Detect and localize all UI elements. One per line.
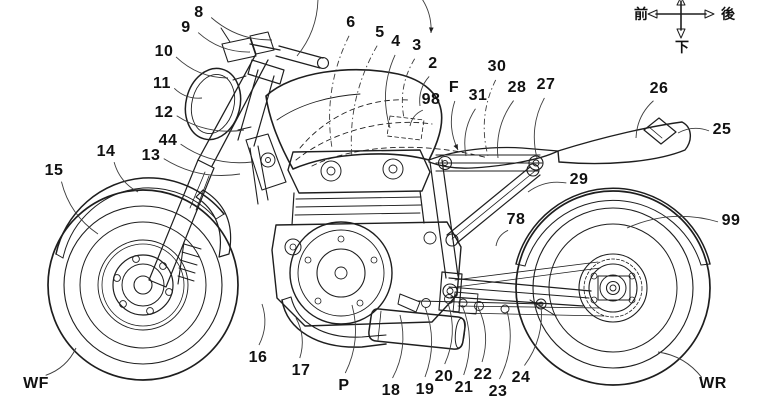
compass-rear-label: 後	[721, 6, 735, 22]
front-wheel	[47, 189, 239, 381]
leader-line-29	[527, 181, 567, 193]
leader-line-44	[180, 143, 253, 164]
footpeg-linkage	[397, 291, 557, 317]
leader-line-78	[495, 229, 509, 247]
ref-label-98: 98	[421, 91, 441, 108]
ref-label-F: F	[448, 79, 460, 96]
rear-wheel	[515, 190, 711, 386]
leader-line-18	[392, 314, 404, 379]
ref-label-14: 14	[96, 143, 116, 160]
ref-label-28: 28	[507, 79, 527, 96]
ref-label-19: 19	[415, 381, 435, 398]
ref-label-99: 99	[721, 212, 741, 229]
rear-shock	[445, 163, 541, 247]
leader-line-28	[497, 100, 514, 159]
leader-line-15	[61, 181, 99, 235]
ref-label-15: 15	[44, 162, 64, 179]
leader-line-10	[175, 56, 229, 79]
leader-line-14	[113, 162, 139, 193]
ref-label-12: 12	[154, 104, 174, 121]
leader-line-19	[424, 306, 433, 378]
leader-line-16	[258, 303, 266, 346]
ref-label-17: 17	[291, 362, 311, 379]
frame	[237, 69, 459, 279]
leader-line-11	[173, 87, 203, 99]
leader-line-8	[210, 17, 273, 41]
leader-line-24	[524, 304, 542, 366]
seat-rail	[435, 154, 544, 172]
ref-label-6: 6	[346, 14, 356, 31]
leader-line-21	[461, 304, 470, 376]
leader-line-17	[295, 317, 303, 359]
leader-line-23	[499, 310, 511, 380]
ref-label-20: 20	[434, 368, 454, 385]
leader-lines	[45, 0, 719, 380]
leader-line-25	[677, 127, 710, 134]
ref-label-13: 13	[141, 147, 161, 164]
ref-label-8: 8	[194, 4, 204, 21]
exhaust	[281, 296, 466, 350]
ref-label-22: 22	[473, 366, 493, 383]
fuel-tank	[265, 69, 489, 170]
ref-label-31: 31	[468, 87, 488, 104]
ref-label-21: 21	[454, 379, 474, 396]
headlight	[184, 67, 252, 141]
ref-label-30: 30	[487, 58, 507, 75]
ref-label-4: 4	[391, 33, 401, 50]
leader-line-22	[477, 306, 487, 363]
rear-fender	[515, 187, 711, 267]
leader-line-unlabeled-0	[296, 0, 319, 57]
swingarm	[438, 261, 605, 317]
compass-rose	[647, 0, 715, 39]
ref-label-78: 78	[506, 211, 526, 228]
leader-line-5	[350, 45, 378, 159]
leader-line-27	[533, 97, 545, 159]
ref-label-WR: WR	[699, 375, 727, 392]
leader-line-9	[197, 32, 251, 53]
ref-label-23: 23	[488, 383, 508, 400]
ref-label-27: 27	[536, 76, 556, 93]
engine	[271, 149, 462, 327]
leader-line-26	[635, 100, 654, 139]
tail-cowl	[557, 117, 691, 165]
leader-line-2	[419, 76, 430, 107]
compass-down-label: 下	[675, 39, 689, 55]
front-brake-caliper	[177, 241, 202, 285]
leader-line-13	[163, 158, 241, 176]
ref-label-25: 25	[712, 121, 732, 138]
leader-line-F	[450, 100, 459, 151]
leader-line-4	[385, 54, 396, 129]
ref-label-5: 5	[375, 24, 385, 41]
leader-line-6	[329, 35, 350, 149]
ref-label-44: 44	[158, 132, 178, 149]
ref-label-24: 24	[511, 369, 531, 386]
ref-label-9: 9	[181, 19, 191, 36]
ref-label-10: 10	[154, 43, 174, 60]
compass-front-label: 前	[634, 6, 648, 22]
leader-line-98	[409, 109, 424, 127]
leader-line-99	[626, 215, 719, 229]
leader-line-30	[483, 79, 497, 157]
leader-line-12	[176, 115, 245, 132]
ref-label-2: 2	[428, 55, 438, 72]
ref-label-29: 29	[569, 171, 589, 188]
ref-label-11: 11	[153, 75, 171, 92]
leader-line-3	[401, 58, 416, 119]
ref-label-18: 18	[381, 382, 401, 399]
leader-line-31	[464, 108, 476, 157]
ref-label-26: 26	[649, 80, 669, 97]
handlebar	[220, 27, 330, 85]
ref-label-P: P	[338, 377, 350, 394]
ref-label-WF: WF	[23, 375, 49, 392]
leader-line-WR	[657, 351, 703, 378]
ref-label-16: 16	[248, 349, 268, 366]
leader-line-WF	[45, 347, 77, 376]
ref-label-3: 3	[412, 37, 422, 54]
leader-line-P	[344, 304, 356, 374]
leader-line-20	[444, 302, 453, 365]
